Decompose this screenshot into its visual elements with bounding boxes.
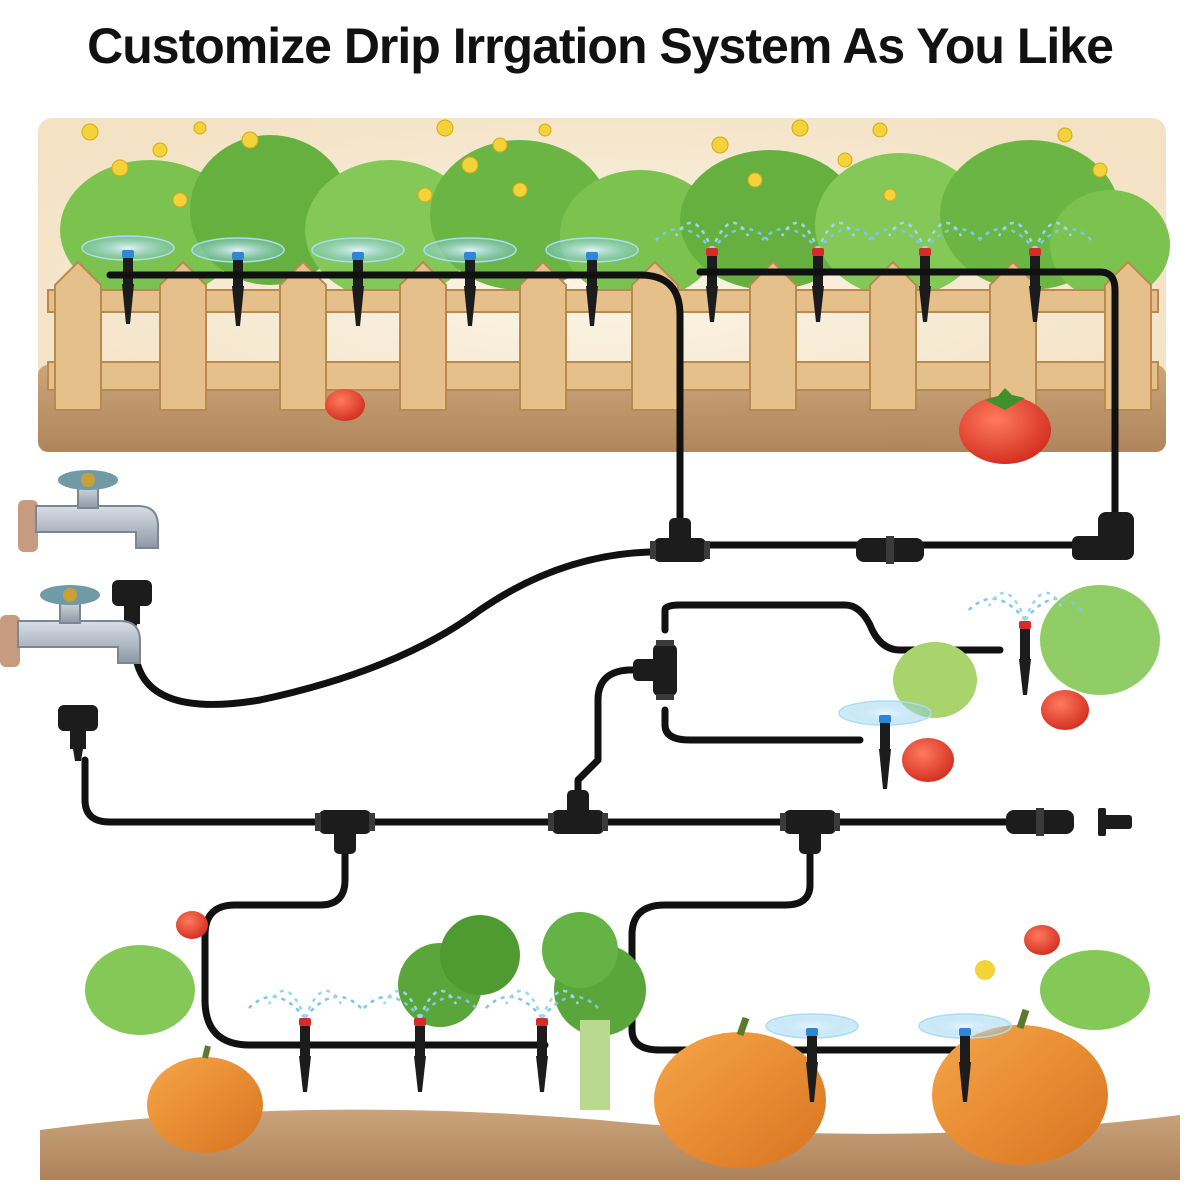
pumpkin-center — [654, 1016, 826, 1168]
pumpkin-left — [147, 1045, 263, 1153]
end-plug — [1098, 808, 1132, 836]
connectors — [315, 512, 1134, 854]
pumpkin-right — [932, 1008, 1108, 1165]
bottom-garden — [40, 911, 1180, 1180]
faucet-2 — [0, 584, 141, 761]
top-garden-bed — [38, 118, 1170, 464]
wooden-fence — [47, 260, 1159, 411]
top-tomato-large — [959, 388, 1051, 464]
drip-tubing — [81, 268, 1119, 1054]
faucet-1 — [17, 469, 159, 636]
broccoli — [398, 912, 646, 1110]
headline: Customize Drip Irrgation System As You L… — [87, 18, 1114, 74]
top-tomato-small — [325, 389, 365, 421]
middle-garden — [838, 585, 1160, 790]
top-yellow-flowers — [81, 119, 1108, 208]
